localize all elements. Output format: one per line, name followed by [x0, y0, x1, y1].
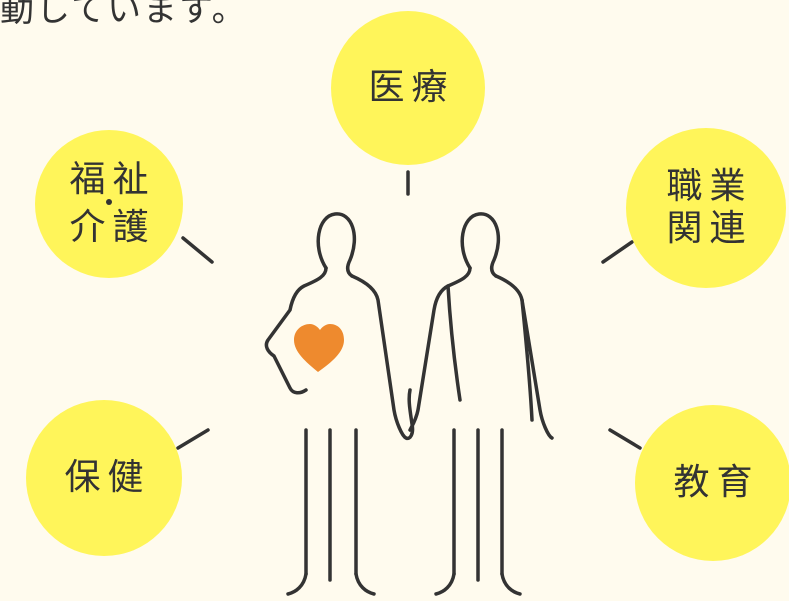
medical-bubble: 医療	[331, 11, 485, 165]
medical-label: 医療	[368, 66, 455, 108]
work-label: 職業	[666, 165, 753, 207]
right-person-foot-left	[434, 572, 456, 596]
connector-health	[176, 428, 210, 450]
right-person-left-side	[408, 266, 472, 432]
connector-education	[608, 428, 642, 450]
work-related-bubble: 職業 関連	[626, 128, 786, 288]
related-label: 関連	[666, 208, 753, 249]
left-person-foot-right	[354, 572, 376, 596]
education-bubble: 教育	[635, 405, 789, 561]
right-person-right-side	[494, 274, 554, 440]
right-person-head	[460, 212, 501, 278]
welfare-label: 福祉	[69, 158, 156, 200]
connector-work	[601, 240, 634, 264]
education-label: 教育	[673, 461, 760, 503]
left-person-body	[264, 266, 328, 395]
left-person-head	[316, 212, 357, 278]
heart-icon	[294, 324, 344, 372]
health-bubble: 保健	[26, 400, 182, 556]
header-text: 動しています。	[0, 0, 248, 30]
separator-dot	[106, 199, 112, 205]
connector-welfare	[181, 236, 214, 264]
right-person-inner	[446, 284, 462, 402]
right-person-arm-inner	[520, 298, 534, 422]
left-person-right-side	[350, 274, 415, 441]
right-person-foot-right	[500, 572, 522, 596]
left-person-foot-left	[286, 572, 308, 596]
welfare-care-bubble: 福祉 介護	[35, 130, 183, 278]
care-label: 介護	[69, 207, 156, 248]
health-label: 保健	[64, 456, 151, 498]
